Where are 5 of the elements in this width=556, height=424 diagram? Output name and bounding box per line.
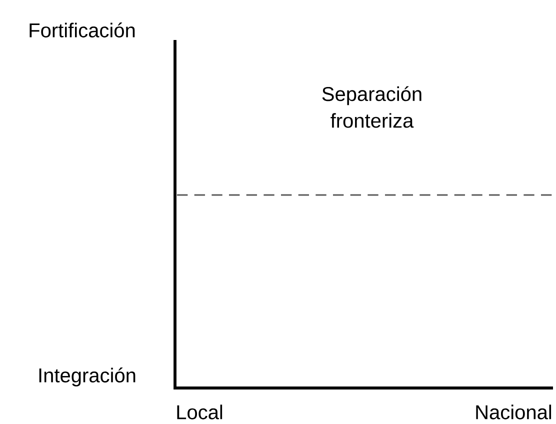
region-label: Separación fronteriza xyxy=(322,86,422,128)
axis-label: Nacional xyxy=(476,404,552,420)
axis-label: Integración xyxy=(39,368,136,386)
axis-label: Fortificación xyxy=(30,22,135,38)
axis-label: Local xyxy=(177,404,222,420)
